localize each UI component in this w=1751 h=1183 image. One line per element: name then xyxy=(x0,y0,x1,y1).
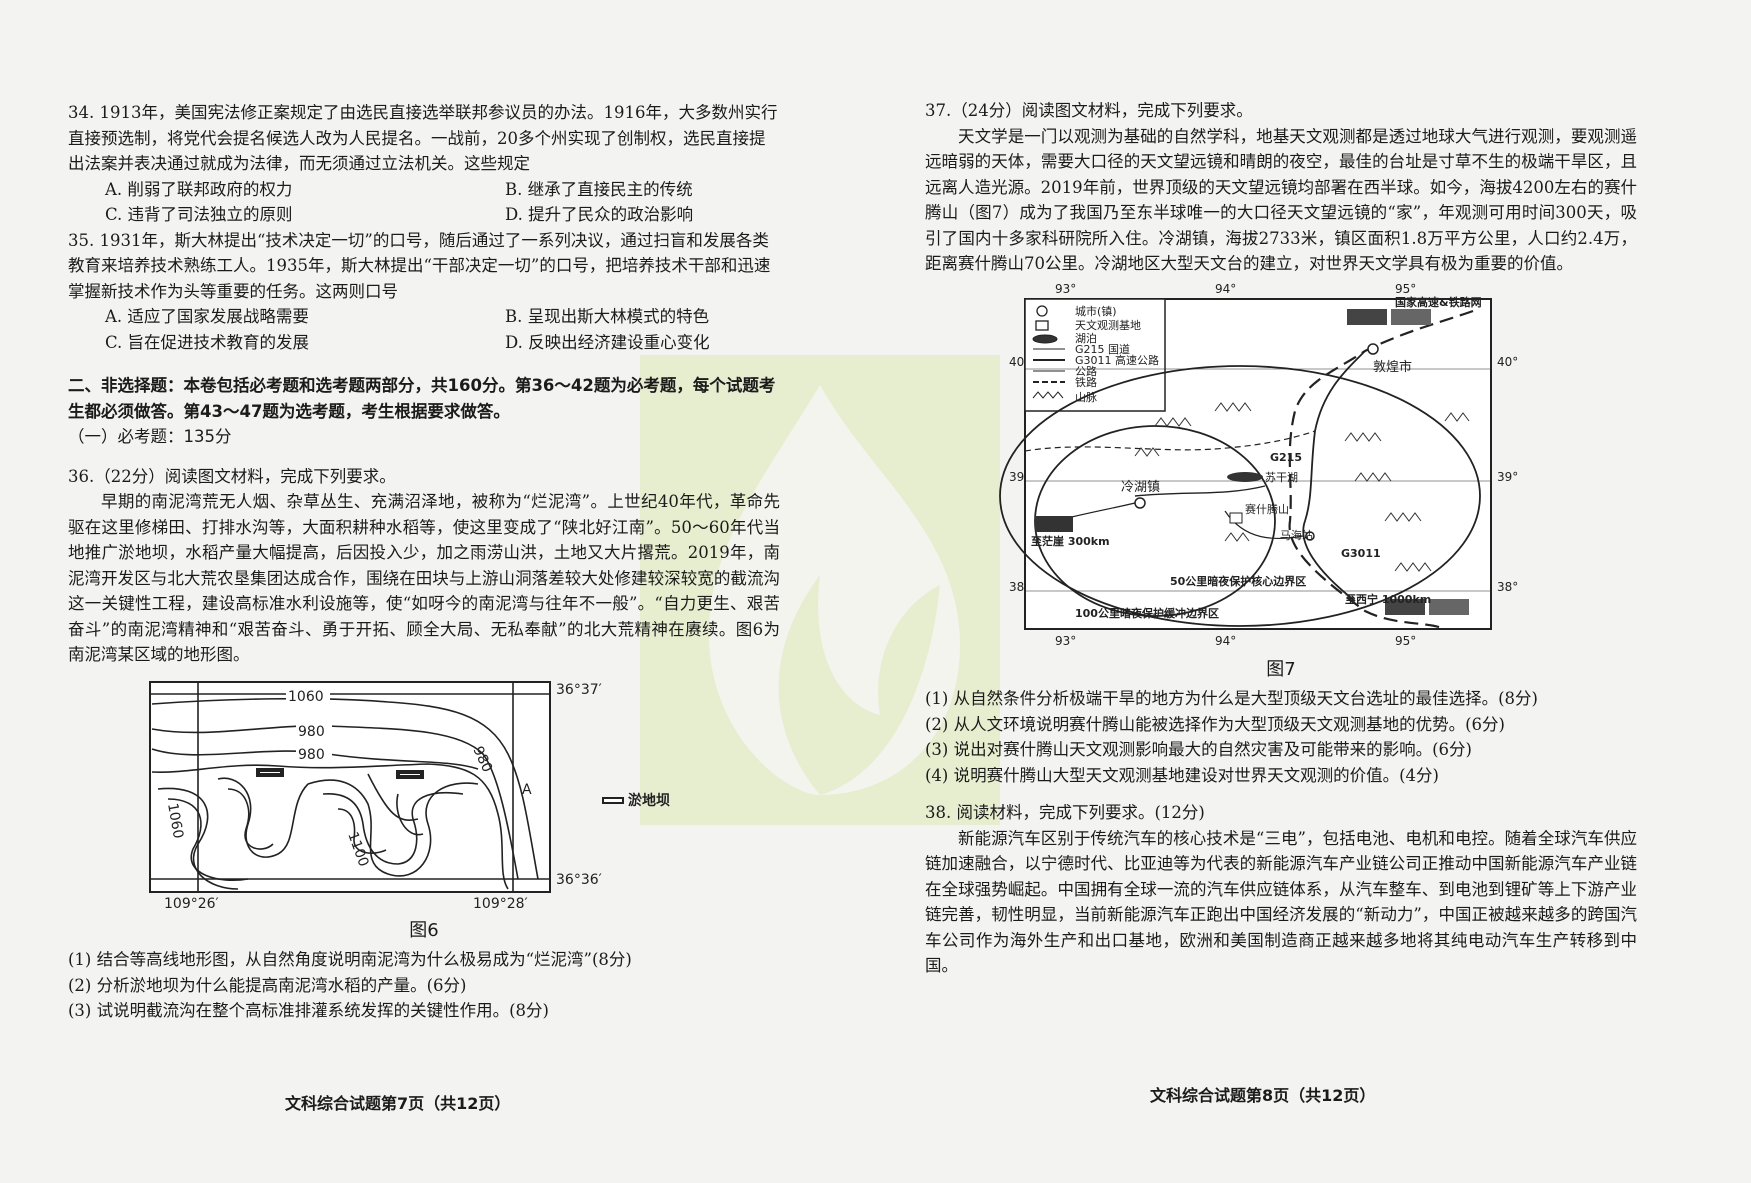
fig7-lat-right-38: 38° xyxy=(1497,580,1518,594)
fig7-legend-g215: G215 国道 xyxy=(1075,342,1130,356)
fig7-lenghu-town: 冷湖镇 xyxy=(1121,480,1160,495)
watermark-logo xyxy=(640,355,1000,825)
q37-heading: 37.（24分）阅读图文材料，完成下列要求。 xyxy=(925,101,1253,120)
figure-7-map: 93° 94° 95° 93° 94° 95° 40° 39° 38° 40° … xyxy=(999,282,1518,648)
q36-sub-3: (3) 试说明截流沟在整个高标准排灌系统发挥的关键性作用。(8分) xyxy=(68,1001,549,1020)
fig6-lon-left: 109°26′ xyxy=(164,896,219,912)
q34-option-c: C. 违背了司法独立的原则 xyxy=(105,205,293,224)
fig7-legend-lake: 湖泊 xyxy=(1075,332,1097,345)
q36-sub-2: (2) 分析淤地坝为什么能提高南泥湾水稻的产量。(6分) xyxy=(68,975,467,995)
q34-option-a: A. 削弱了联邦政府的权力 xyxy=(105,179,293,199)
fig7-to-xining: 至西宁 1000km xyxy=(1345,592,1431,606)
fig7-lat-right-39: 39° xyxy=(1497,470,1518,484)
fig7-legend-rail: 铁路 xyxy=(1075,376,1097,389)
fig7-lon-bottom-93: 93° xyxy=(1055,634,1076,648)
q35-option-d: D. 反映出经济建设重心变化 xyxy=(505,332,710,352)
fig7-saishiteng: 赛什腾山 xyxy=(1245,502,1289,516)
fig6-point-a: A xyxy=(522,782,532,798)
q34-options: A. 削弱了联邦政府的权力 B. 继承了直接民主的传统 C. 违背了司法独立的原… xyxy=(105,177,780,228)
fig7-dunhuang: 敦煌市 xyxy=(1373,359,1412,375)
q35-option-b: B. 呈现出斯大林模式的特色 xyxy=(505,307,710,326)
fig7-lon-top-95: 95° xyxy=(1395,282,1416,296)
fig7-sugan-lake: 苏干湖 xyxy=(1265,471,1298,484)
fig6-contour-1060-left: 1060 xyxy=(164,801,186,839)
q37-sub-2: (2) 从人文环境说明赛什腾山能被选择作为大型顶级天文观测基地的优势。(6分) xyxy=(925,714,1505,734)
fig6-contour-980-c: 980 xyxy=(298,747,325,763)
q34-option-b: B. 继承了直接民主的传统 xyxy=(505,179,693,199)
fig7-lat-right-40: 40° xyxy=(1497,355,1518,369)
fig6-caption: 图6 xyxy=(409,919,439,941)
q35-options: A. 适应了国家发展战略需要 B. 呈现出斯大林模式的特色 C. 旨在促进技术教… xyxy=(105,304,780,355)
fig7-lon-bottom-95: 95° xyxy=(1395,634,1416,648)
footer-page-7: 文科综合试题第7页（共12页） xyxy=(285,1094,511,1113)
left-column: 34. 1913年，美国宪法修正案规定了由选民直接选举联邦参议员的办法。1916… xyxy=(68,100,780,1024)
fig7-mahai-station: 马海站 xyxy=(1280,528,1313,542)
fig6-contour-1060-top: 1060 xyxy=(288,689,324,705)
fig7-lon-bottom-94: 94° xyxy=(1215,634,1236,648)
q37-sub-3: (3) 说出对赛什腾山天文观测影响最大的自然灾害及可能带来的影响。(6分) xyxy=(925,740,1472,759)
fig6-legend-dam: 淤地坝 xyxy=(628,792,670,809)
fig6-lat-bottom: 36°36′ xyxy=(556,872,602,888)
section-two-subheading: （一）必考题：135分 xyxy=(68,427,232,446)
q38-material: 新能源汽车区别于传统汽车的核心技术是“三电”，包括电池、电机和电控。随着全球汽车… xyxy=(925,828,1637,976)
q35-stem: 35. 1931年，斯大林提出“技术决定一切”的口号，随后通过了一系列决议，通过… xyxy=(68,230,771,301)
fig7-legend-city: 城市(镇) xyxy=(1075,304,1117,318)
fig7-caption: 图7 xyxy=(1266,658,1296,680)
fig7-lon-top-94: 94° xyxy=(1215,282,1236,296)
figure-6-contour-map: 1060 980 980 980 1060 1100 A 36°37′ 36°3… xyxy=(149,680,670,912)
fig6-contour-980-a: 980 xyxy=(298,724,325,740)
q36-sub-1: (1) 结合等高线地形图，从自然角度说明南泥湾为什么极易成为“烂泥湾”(8分) xyxy=(68,950,632,969)
fig7-g215: G215 xyxy=(1270,451,1302,464)
section-two-heading: 二、非选择题：本卷包括必考题和选考题两部分，共160分。第36～42题为必考题，… xyxy=(68,376,776,421)
fig7-legend-base: 天文观测基地 xyxy=(1075,318,1141,332)
q36-heading: 36.（22分）阅读图文材料，完成下列要求。 xyxy=(68,466,396,486)
right-column: 37.（24分）阅读图文材料，完成下列要求。 天文学是一门以观测为基础的自然学科… xyxy=(925,98,1637,979)
fig7-lon-top-93: 93° xyxy=(1055,282,1076,296)
fig6-lon-right: 109°28′ xyxy=(473,896,528,912)
fig7-legend-g3011: G3011 高速公路 xyxy=(1075,353,1159,367)
q35-option-a: A. 适应了国家发展战略需要 xyxy=(105,307,309,326)
q35-option-c: C. 旨在促进技术教育的发展 xyxy=(105,332,310,352)
q34-option-d: D. 提升了民众的政治影响 xyxy=(505,205,694,224)
q37-material: 天文学是一门以观测为基础的自然学科，地基天文观测都是透过地球大气进行观测，要观测… xyxy=(925,126,1637,274)
q34-stem: 34. 1913年，美国宪法修正案规定了由选民直接选举联邦参议员的办法。1916… xyxy=(68,103,778,173)
q38-heading: 38. 阅读材料，完成下列要求。(12分) xyxy=(925,803,1205,822)
fig7-to-mangya: 至茫崖 300km xyxy=(1031,534,1110,548)
fig7-legend-mountain: 山脉 xyxy=(1075,390,1097,404)
fig7-top-label: 国家高速&铁路网 xyxy=(1395,295,1482,309)
fig6-lat-top: 36°37′ xyxy=(556,682,602,698)
fig7-core-zone: 50公里暗夜保护核心边界区 xyxy=(1170,574,1306,588)
fig7-g3011: G3011 xyxy=(1341,547,1381,560)
q37-sub-4: (4) 说明赛什腾山大型天文观测基地建设对世界天文观测的价值。(4分) xyxy=(925,765,1439,785)
footer-page-8: 文科综合试题第8页（共12页） xyxy=(1150,1086,1376,1105)
q37-sub-1: (1) 从自然条件分析极端干旱的地方为什么是大型顶级天文台选址的最佳选择。(8分… xyxy=(925,689,1538,708)
q36-material: 早期的南泥湾荒无人烟、杂草丛生、充满沼泽地，被称为“烂泥湾”。上世纪40年代，革… xyxy=(68,492,780,664)
fig7-buffer-zone: 100公里暗夜保护缓冲边界区 xyxy=(1075,606,1219,620)
fig7-legend-road: 公路 xyxy=(1075,365,1097,378)
